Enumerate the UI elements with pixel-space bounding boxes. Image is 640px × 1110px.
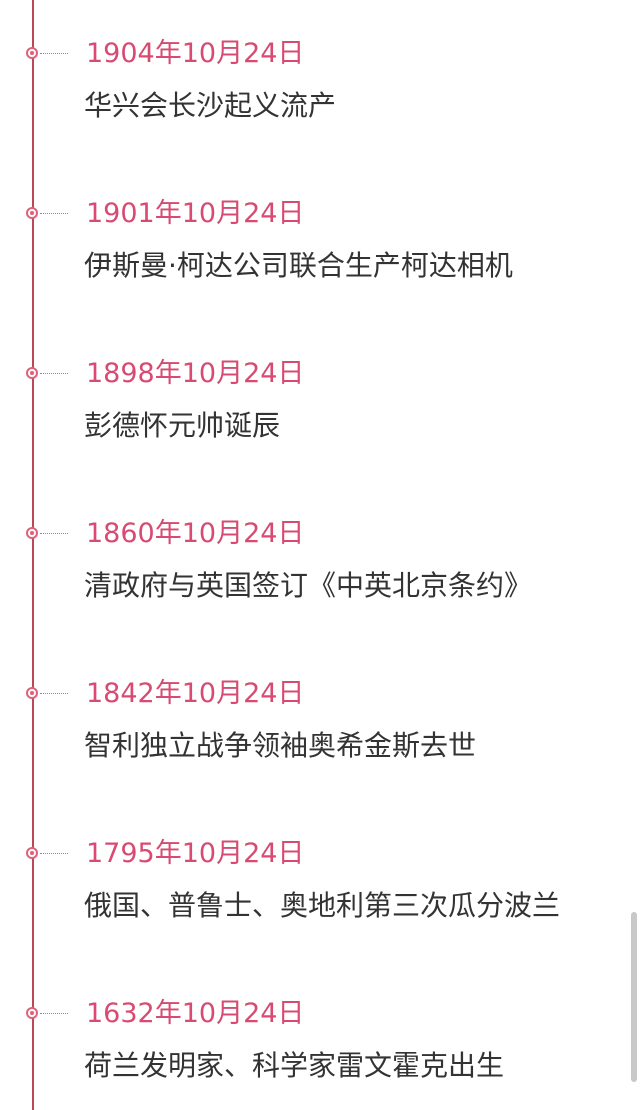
timeline-line (32, 0, 34, 1110)
event-title[interactable]: 华兴会长沙起义流产 (84, 89, 337, 122)
event-date: 1904年10月24日 (86, 38, 305, 69)
timeline-connector (40, 373, 68, 374)
timeline-item[interactable]: 1904年10月24日 华兴会长沙起义流产 (0, 0, 640, 122)
event-title[interactable]: 清政府与英国签订《中英北京条约》 (84, 569, 533, 602)
event-date: 1860年10月24日 (86, 518, 305, 549)
timeline-item[interactable]: 1898年10月24日 彭德怀元帅诞辰 (0, 320, 640, 442)
event-date: 1795年10月24日 (86, 838, 305, 869)
timeline-item[interactable]: 1901年10月24日 伊斯曼·柯达公司联合生产柯达相机 (0, 160, 640, 282)
timeline-item[interactable]: 1632年10月24日 荷兰发明家、科学家雷文霍克出生 (0, 960, 640, 1082)
event-title[interactable]: 俄国、普鲁士、奥地利第三次瓜分波兰 (84, 889, 561, 922)
timeline-connector (40, 53, 68, 54)
event-title[interactable]: 荷兰发明家、科学家雷文霍克出生 (84, 1049, 505, 1082)
event-date: 1632年10月24日 (86, 998, 305, 1029)
event-date: 1898年10月24日 (86, 358, 305, 389)
event-title[interactable]: 伊斯曼·柯达公司联合生产柯达相机 (84, 249, 513, 282)
timeline-item[interactable]: 1860年10月24日 清政府与英国签订《中英北京条约》 (0, 480, 640, 602)
timeline-connector (40, 853, 68, 854)
timeline-connector (40, 693, 68, 694)
timeline-dot-icon (26, 847, 38, 859)
timeline-dot-icon (26, 47, 38, 59)
event-date: 1901年10月24日 (86, 198, 305, 229)
event-title[interactable]: 彭德怀元帅诞辰 (84, 409, 281, 442)
timeline-item[interactable]: 1795年10月24日 俄国、普鲁士、奥地利第三次瓜分波兰 (0, 800, 640, 922)
timeline-dot-icon (26, 1007, 38, 1019)
timeline-dot-icon (26, 527, 38, 539)
timeline-connector (40, 1013, 68, 1014)
timeline-dot-icon (26, 687, 38, 699)
event-title[interactable]: 智利独立战争领袖奥希金斯去世 (84, 729, 477, 762)
timeline-connector (40, 533, 68, 534)
scrollbar[interactable] (631, 912, 637, 1082)
event-date: 1842年10月24日 (86, 678, 305, 709)
timeline-dot-icon (26, 367, 38, 379)
timeline-dot-icon (26, 207, 38, 219)
timeline-item[interactable]: 1842年10月24日 智利独立战争领袖奥希金斯去世 (0, 640, 640, 762)
timeline-connector (40, 213, 68, 214)
